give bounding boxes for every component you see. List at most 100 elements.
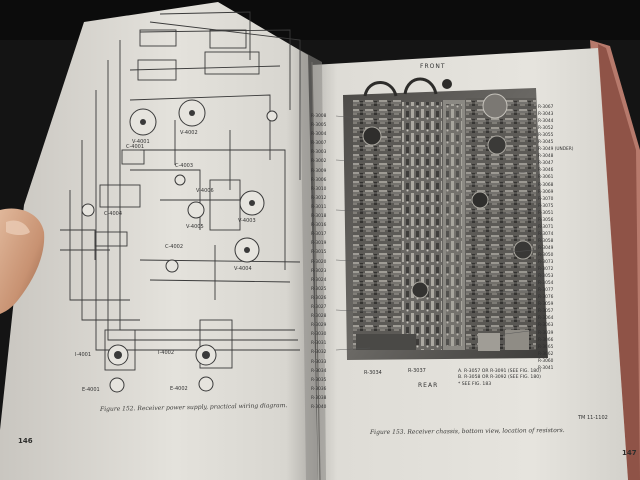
list-item: R-3074 xyxy=(538,231,554,237)
list-item: R-3048 xyxy=(538,154,554,160)
list-item: R-3072 xyxy=(538,267,554,273)
rear-heading: REAR xyxy=(418,382,439,389)
list-item: R-3071 xyxy=(538,224,554,230)
label-v4005: V-4005 xyxy=(186,224,204,230)
list-item: R-3012 xyxy=(311,195,327,201)
list-item: R-3015 xyxy=(311,250,327,256)
list-item: R-3061 xyxy=(538,175,554,181)
label-i4002: I-4002 xyxy=(158,350,175,356)
right-page-number: 147 xyxy=(622,449,637,457)
list-item: R-3040 xyxy=(311,405,327,410)
list-item: R-3053 xyxy=(538,274,554,280)
list-item: R-3039 xyxy=(538,330,554,336)
list-item: R-3024 xyxy=(311,277,327,283)
list-item: R-3043 xyxy=(538,112,554,118)
label-c4002: C-4002 xyxy=(165,244,184,250)
list-item: R-3051 xyxy=(538,210,554,216)
right-resistor-labels: R-3067 R-3043 R-3044 R-3052 R-3055 R-304… xyxy=(538,104,573,372)
label-r3034-bottom: R-3034 xyxy=(364,370,382,376)
list-item: R-3066 xyxy=(538,337,554,343)
label-e4002: E-4002 xyxy=(170,386,188,392)
list-item: R-3009 xyxy=(311,168,327,174)
list-item: R-3055 xyxy=(538,133,554,139)
list-item: R-3033 xyxy=(311,359,327,365)
list-item: A. R-3057 OR R-3091 (SEE FIG. 180) xyxy=(458,369,541,374)
list-item: R-3018 xyxy=(311,214,327,220)
list-item: R-3057 xyxy=(538,309,554,315)
list-item: R-3016 xyxy=(311,223,327,229)
list-item: R-3063 xyxy=(538,323,554,329)
list-item: R-3010 xyxy=(311,186,327,192)
list-item: * SEE FIG. 183 xyxy=(458,381,492,387)
list-item: R-3069 xyxy=(538,189,554,195)
list-item: R-3008 xyxy=(311,114,327,119)
list-item: R-3019 xyxy=(311,241,327,247)
wiring-diagram xyxy=(60,11,301,371)
list-item: R-3031 xyxy=(311,341,327,347)
list-item: R-3028 xyxy=(311,314,327,320)
left-page-number: 146 xyxy=(18,437,33,445)
label-v4001: V-4001 xyxy=(132,139,150,145)
list-item: R-3060 xyxy=(538,358,554,364)
chassis-photo xyxy=(343,77,548,360)
label-v4006: V-4006 xyxy=(196,188,214,194)
label-v4003: V-4003 xyxy=(238,218,256,224)
label-c4004: C-4004 xyxy=(104,211,123,217)
label-i4001: I-4001 xyxy=(75,352,92,358)
thumb xyxy=(0,208,45,314)
label-v4002: V-4002 xyxy=(180,130,198,136)
list-item: R-3077 xyxy=(538,288,554,294)
list-item: R-3062 xyxy=(538,351,554,357)
left-page xyxy=(0,2,318,480)
list-item: R-3058 xyxy=(538,238,554,244)
list-item: R-3011 xyxy=(311,204,327,210)
figure-notes: A. R-3057 OR R-3091 (SEE FIG. 180) B. R-… xyxy=(458,369,541,388)
label-v4004: V-4004 xyxy=(234,266,252,272)
list-item: R-3050 xyxy=(538,252,554,258)
label-e4001: E-4001 xyxy=(82,387,100,393)
list-item: R-3035 xyxy=(311,377,327,383)
list-item: R-3004 xyxy=(311,132,327,138)
list-item: B. R-3058 OR R-3092 (SEE FIG. 180) xyxy=(458,375,541,381)
list-item: R-3065 xyxy=(538,344,554,350)
tm-number: TM 11-1102 xyxy=(578,415,608,421)
list-item: R-3054 xyxy=(538,281,554,287)
list-item: R-3070 xyxy=(538,196,554,202)
list-item: R-3036 xyxy=(311,386,327,392)
list-item: R-3041 xyxy=(538,365,554,371)
list-item: R-3020 xyxy=(311,259,327,265)
list-item: R-3075 xyxy=(538,203,554,209)
list-item: R-3038 xyxy=(311,395,327,401)
list-item: R-3046 xyxy=(538,168,554,174)
front-heading: FRONT xyxy=(420,63,446,70)
left-resistor-labels: R-3008 R-3005 R-3004 R-3007 R-3003 R-300… xyxy=(311,112,326,412)
list-item: R-3044 xyxy=(538,119,554,125)
list-item: R-3030 xyxy=(311,332,327,338)
label-c4003: C-4003 xyxy=(175,163,194,169)
list-item: R-3017 xyxy=(311,232,327,238)
list-item: R-3025 xyxy=(311,286,327,292)
list-item: R-3007 xyxy=(311,141,327,147)
list-item: R-3052 xyxy=(538,126,554,132)
list-item: R-3056 xyxy=(538,217,554,223)
list-item: R-3029 xyxy=(311,323,327,329)
list-item: R-3049 (UNDER) xyxy=(538,147,574,153)
list-item: R-3023 xyxy=(311,268,327,274)
list-item: R-3006 xyxy=(311,177,327,183)
list-item: R-3034 xyxy=(311,368,327,374)
list-item: R-3047 xyxy=(538,161,554,167)
list-item: R-3067 xyxy=(538,105,554,110)
list-item: R-3027 xyxy=(311,304,327,310)
label-r3037-bottom: R-3037 xyxy=(408,368,426,374)
list-item: R-3026 xyxy=(311,295,327,301)
list-item: R-3059 xyxy=(538,302,554,308)
list-item: R-3002 xyxy=(311,159,327,165)
list-item: R-3032 xyxy=(311,350,327,356)
list-item: R-3064 xyxy=(538,316,554,322)
list-item: R-3005 xyxy=(311,123,327,129)
list-item: R-3045 xyxy=(538,140,554,146)
list-item: R-3068 xyxy=(538,182,554,188)
list-item: R-3073 xyxy=(538,260,554,266)
label-c4001: C-4001 xyxy=(126,144,145,150)
